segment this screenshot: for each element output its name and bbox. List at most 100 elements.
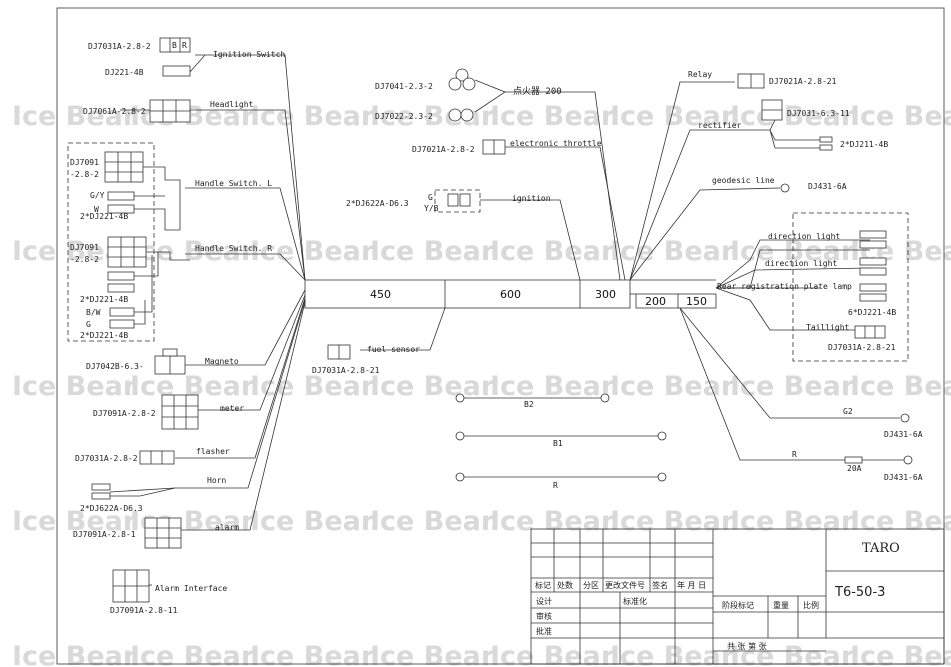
fuel-sensor[interactable]: fuel sensor DJ7031A-2.8-21 — [312, 344, 420, 375]
handle-switch-right[interactable]: DJ7091 -2.8-2 2*DJ221-4B B/W G 2*DJ221-4… — [70, 236, 272, 340]
hsl-part-c: 2*DJ221-4B — [80, 212, 128, 221]
ground-g2[interactable]: G2 DJ431-6A — [843, 407, 923, 439]
geodesic-part: DJ431-6A — [808, 182, 847, 191]
hsl-label: Handle Switch. L — [195, 179, 272, 188]
ground-r[interactable]: R 20A DJ431-6A — [792, 450, 923, 482]
watermark-text-2-7: Ice Bear — [850, 371, 951, 402]
handle-switch-left[interactable]: DJ7091 -2.8-2 G/Y W 2*DJ221-4B Handle Sw… — [70, 151, 272, 231]
tb-design: 设计 — [536, 596, 552, 606]
tb-approve: 批准 — [536, 626, 552, 636]
center-fan-wires — [360, 81, 905, 464]
relay[interactable]: Relay DJ7021A-2.8-21 — [688, 70, 837, 89]
watermark-text-0-5: Ice Bear — [610, 101, 735, 132]
ignitor-label: 点火器 200 — [513, 86, 562, 97]
drawing-frame — [56, 7, 945, 665]
taillight-label: Taillight — [806, 323, 850, 332]
dir2-label: direction light — [765, 259, 837, 268]
flasher[interactable]: DJ7031A-2.8-2 flasher — [75, 447, 230, 465]
headlight[interactable]: DJ7061A-2.8-2 Headlight — [83, 99, 254, 123]
watermark-text-2-0: Ice Bear — [12, 371, 137, 402]
watermark-text-3-4: Ice Bear — [490, 506, 615, 537]
ignition-pin-g: G — [428, 193, 433, 202]
pin-b: B — [172, 41, 177, 50]
tb-sheets: 共 张 第 张 — [727, 641, 767, 651]
ignition-switch[interactable]: DJ7031A-2.8-2 B R DJ221-4B Ignition Swit… — [88, 37, 285, 77]
magneto-part: DJ7042B-6.3- — [86, 362, 144, 371]
rect-out-part: 2*DJ211-4B — [840, 140, 888, 149]
wire-b1: B1 — [553, 439, 563, 448]
ignitor-part-a: DJ7041-2.3-2 — [375, 82, 433, 91]
watermark-text-2-3: Ice Bear — [370, 371, 495, 402]
watermark-text-2-6: Ice Bear — [730, 371, 855, 402]
tb-stage-mark: 阶段标记 — [722, 600, 754, 610]
ignition-coil[interactable]: 2*DJ622A-D6.3 G Y/B ignition — [346, 189, 551, 213]
watermark-text-4-4: Ice Bear — [490, 641, 615, 667]
tb-header-sign: 签名 — [652, 580, 668, 590]
geodesic-line[interactable]: geodesic line DJ431-6A — [712, 176, 847, 193]
hsl-part-b: -2.8-2 — [70, 170, 99, 179]
watermark-text-3-3: Ice Bear — [370, 506, 495, 537]
r-label: R — [792, 450, 797, 459]
hsr-part-c: 2*DJ221-4B — [80, 295, 128, 304]
wire-r: R — [553, 481, 558, 490]
watermark-text-4-2: Ice Bear — [250, 641, 375, 667]
tb-review: 审核 — [536, 611, 552, 621]
meter-label: meter — [220, 404, 244, 413]
magneto-label: Magneto — [205, 357, 239, 366]
wire-color-g: G — [86, 320, 91, 329]
rear-label: Rear registration plate lamp — [717, 282, 852, 291]
tb-standard: 标准化 — [623, 596, 647, 606]
alarm-interface[interactable]: Alarm Interface DJ7091A-2.8-11 — [110, 569, 227, 615]
ignition-switch-part2: DJ221-4B — [105, 68, 144, 77]
magneto[interactable]: DJ7042B-6.3- Magneto — [86, 348, 239, 375]
watermark-text-0-2: Ice Bear — [250, 101, 375, 132]
watermark-text-4-3: Ice Bear — [370, 641, 495, 667]
tail-part: DJ7031A-2.8-21 — [828, 343, 896, 352]
pin-r: R — [182, 41, 187, 50]
horn-label: Horn — [207, 476, 226, 485]
watermark-text-3-6: Ice Bear — [730, 506, 855, 537]
ignition-switch-label: Ignition Switch — [213, 50, 285, 59]
relay-label: Relay — [688, 70, 712, 79]
alarm[interactable]: DJ7091A-2.8-1 alarm — [73, 517, 239, 549]
watermark-text-2-5: Ice Bear — [610, 371, 735, 402]
watermark-text-3-7: Ice Bear — [850, 506, 951, 537]
watermark-text-2-2: Ice Bear — [250, 371, 375, 402]
fuel-label: fuel sensor — [367, 345, 420, 354]
electronic-throttle[interactable]: DJ7021A-2.8-2 electronic throttle — [412, 139, 602, 155]
segment-300: 300 — [595, 288, 616, 301]
watermark-text-4-5: Ice Bear — [610, 641, 735, 667]
wire-color-w: W — [94, 205, 99, 214]
headlight-part: DJ7061A-2.8-2 — [83, 107, 146, 116]
ignition-switch-part: DJ7031A-2.8-2 — [88, 42, 151, 51]
meter-part: DJ7091A-2.8-2 — [93, 409, 156, 418]
headlight-label: Headlight — [210, 100, 254, 109]
watermark-text-4-7: Ice Bear — [850, 641, 951, 667]
g2-part: DJ431-6A — [884, 430, 923, 439]
tb-weight: 重量 — [773, 600, 789, 610]
dir1-label: direction light — [768, 232, 840, 241]
watermark-text-1-2: Ice Bear — [250, 236, 375, 267]
ignition-pin-yb: Y/B — [424, 204, 439, 213]
relay-part: DJ7021A-2.8-21 — [769, 77, 837, 86]
segment-200: 200 — [645, 295, 666, 308]
hsr-part-a: DJ7091 — [70, 243, 99, 252]
watermark-text-4-0: Ice Bear — [12, 641, 137, 667]
horn[interactable]: 2*DJ622A-D6.3 Horn — [80, 476, 226, 513]
rear-lights[interactable]: direction light direction light Rear reg… — [717, 230, 896, 352]
segment-450: 450 — [370, 288, 391, 301]
meter[interactable]: DJ7091A-2.8-2 meter — [93, 394, 244, 430]
rear-part: 6*DJ221-4B — [848, 308, 896, 317]
watermark-text-3-2: Ice Bear — [250, 506, 375, 537]
tb-header-change: 更改文件号 — [605, 580, 645, 590]
watermark-text-1-5: Ice Bear — [610, 236, 735, 267]
tb-company: TARO — [862, 541, 900, 556]
rectifier[interactable]: DJ7031-6.3-11 rectifier 2*DJ211-4B — [698, 99, 888, 151]
g2-label: G2 — [843, 407, 853, 416]
tb-header-mark: 标记 — [535, 580, 551, 590]
ignitor[interactable]: DJ7041-2.3-2 DJ7022-2.3-2 点火器 200 — [375, 68, 562, 122]
r-part: DJ431-6A — [884, 473, 923, 482]
wire-b2: B2 — [524, 400, 534, 409]
